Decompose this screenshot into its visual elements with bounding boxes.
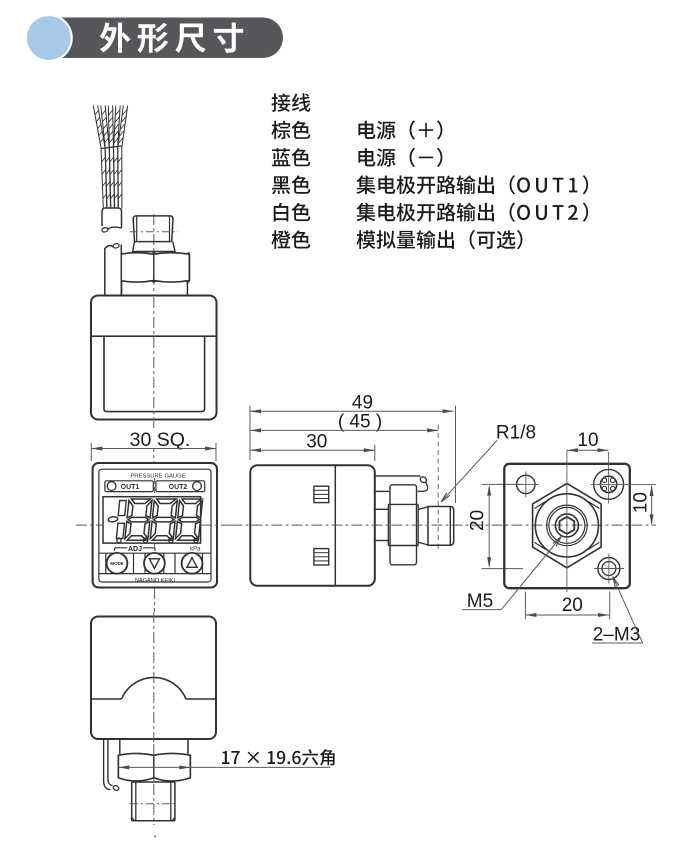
svg-text:20: 20 (562, 595, 583, 616)
svg-text:OUT1: OUT1 (121, 484, 140, 491)
svg-text:2–M3: 2–M3 (593, 625, 641, 646)
svg-text:30: 30 (306, 431, 327, 452)
svg-text:30 SQ.: 30 SQ. (130, 429, 191, 451)
svg-text:10: 10 (577, 430, 598, 451)
svg-text:R1/8: R1/8 (496, 423, 536, 444)
svg-text:M5: M5 (467, 591, 493, 612)
svg-text:NAGANO KEIKI: NAGANO KEIKI (135, 578, 176, 584)
svg-text:ADJ: ADJ (128, 546, 142, 553)
svg-text:kPa: kPa (190, 547, 201, 553)
svg-text:( 45 ): ( 45 ) (338, 412, 382, 433)
svg-text:PRESSURE GAUGE: PRESSURE GAUGE (130, 473, 185, 479)
svg-text:49: 49 (352, 393, 373, 414)
svg-text:MODE: MODE (110, 561, 123, 566)
svg-text:OUT2: OUT2 (169, 484, 188, 491)
